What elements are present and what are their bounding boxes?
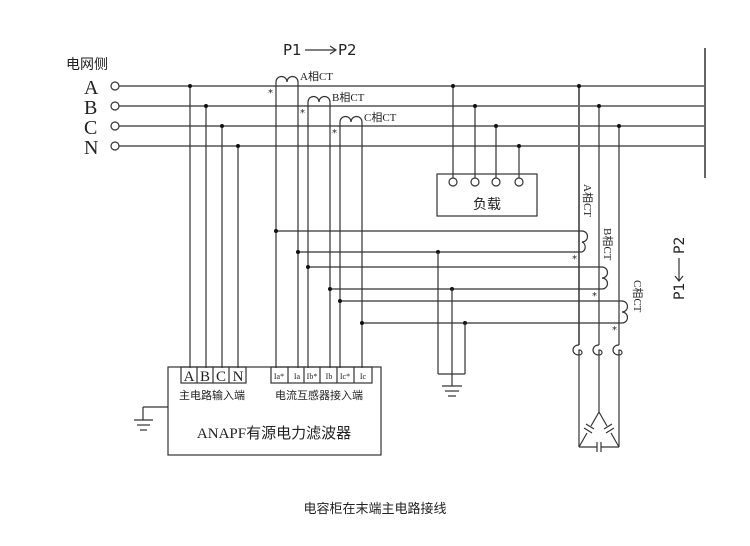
ground-icon <box>442 385 462 397</box>
terminal-b-icon <box>110 101 120 111</box>
direction-top-p1: P1 <box>283 41 302 59</box>
main-terminal-block: A B C N <box>180 366 247 385</box>
capacitor-icon <box>603 423 613 430</box>
ct-terminal-ia-star: Ia* <box>274 372 284 381</box>
filter-main-taps <box>188 84 240 368</box>
ct-secondary-wires <box>274 229 619 325</box>
capacitor-ct-c: * C相CT <box>612 280 644 336</box>
capacitor-icon <box>585 423 595 430</box>
ct-terminal-ib-star: Ib* <box>307 372 318 381</box>
main-terminal-n: N <box>233 369 244 385</box>
bus-lines <box>119 85 705 147</box>
capacitor-taps <box>577 84 621 345</box>
capacitor-ct-a: * A相CT <box>572 184 594 265</box>
cap-ct-label-c: C相CT <box>631 280 644 313</box>
svg-text:*: * <box>592 291 597 302</box>
phase-labels: A B C N <box>84 77 99 159</box>
main-terminals-label: 主电路输入端 <box>179 388 245 402</box>
capacitor-ct-b: * B相CT <box>592 228 614 302</box>
filter-name: ANAPF有源电力滤波器 <box>197 425 351 442</box>
phase-label-b: B <box>84 97 97 119</box>
main-terminal-c: C <box>216 369 226 385</box>
phase-label-c: C <box>84 117 97 139</box>
ct-label-b: B相CT <box>332 91 365 104</box>
capacitor-switches <box>572 344 623 360</box>
arrow-right-icon <box>329 45 338 55</box>
ct-terminal-ib: Ib <box>326 372 333 381</box>
svg-text:*: * <box>572 254 577 265</box>
ct-ground <box>437 252 466 397</box>
direction-top-p2: P2 <box>338 41 357 59</box>
terminal-c-icon <box>110 121 120 131</box>
cap-ct-label-b: B相CT <box>601 228 614 261</box>
load-label: 负载 <box>473 197 501 213</box>
svg-text:*: * <box>332 128 337 139</box>
ct-terminal-block: Ia* Ia Ib* Ib Ic* Ic <box>270 366 373 384</box>
direction-right-p2: P2 <box>672 237 688 254</box>
filter-device: A B C N Ia* Ia Ib* Ib Ic* Ic 主电路输入端 电流互感… <box>167 366 382 456</box>
ct-terminals-label: 电流互感器接入端 <box>275 388 363 402</box>
phase-label-n: N <box>84 137 98 159</box>
grid-side-label: 电网侧 <box>66 57 108 73</box>
filter-ct-c: * C相CT <box>332 111 397 368</box>
main-terminal-b: B <box>200 369 210 385</box>
phase-label-a: A <box>84 77 99 99</box>
filter-ct-a: * A相CT <box>268 70 333 368</box>
ct-terminal-ia: Ia <box>294 372 301 381</box>
svg-text:*: * <box>612 325 617 336</box>
direction-indicator-right: P1 P2 <box>672 237 688 300</box>
svg-text:*: * <box>300 108 305 119</box>
terminal-a-icon <box>110 81 120 91</box>
load-box <box>436 173 538 217</box>
cap-ct-label-a: A相CT <box>581 184 594 217</box>
capacitor-bank <box>578 360 620 452</box>
load: 负载 <box>436 84 538 217</box>
arrow-icon <box>674 275 684 282</box>
direction-indicator-top: P1 P2 <box>283 41 357 59</box>
diagram-caption: 电容柜在末端主电路接线 <box>303 501 446 517</box>
ct-label-c: C相CT <box>364 111 397 124</box>
grid-terminals <box>110 81 120 151</box>
terminal-n-icon <box>110 141 120 151</box>
filter-ct-b: * B相CT <box>300 91 365 368</box>
ground-icon <box>134 419 153 431</box>
ct-terminal-ic: Ic <box>360 372 367 381</box>
svg-text:*: * <box>268 88 273 99</box>
main-terminal-a: A <box>184 369 195 385</box>
ct-terminal-ic-star: Ic* <box>340 372 350 381</box>
filter-ground <box>134 406 168 431</box>
ct-label-a: A相CT <box>300 70 333 83</box>
direction-right-p1: P1 <box>672 283 688 300</box>
